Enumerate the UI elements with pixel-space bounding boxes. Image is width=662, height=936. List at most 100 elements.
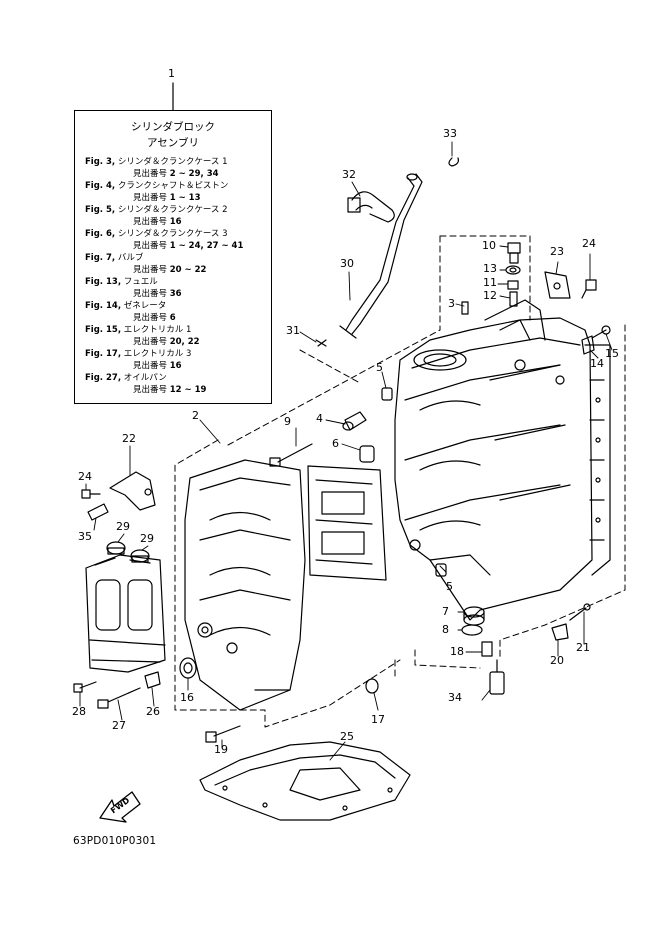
leader-lines bbox=[79, 141, 613, 761]
callout-22: 22 bbox=[122, 432, 136, 445]
legend-entry: Fig. 14, ゼネレータ bbox=[85, 301, 167, 311]
bolt-part-28 bbox=[73, 681, 97, 693]
legend-entry: Fig. 27, オイルパン bbox=[85, 373, 167, 383]
callout-1: 1 bbox=[168, 67, 175, 80]
legend-entry-sub: 見出番号 2 ~ 29, 34 bbox=[133, 169, 219, 179]
callout-25: 25 bbox=[340, 730, 354, 743]
callout-19: 19 bbox=[214, 743, 228, 756]
fitting-part-6 bbox=[359, 445, 375, 463]
callout-12: 12 bbox=[483, 289, 497, 302]
callout-18: 18 bbox=[450, 645, 464, 658]
callout-23: 23 bbox=[550, 245, 564, 258]
bolt-part-11 bbox=[507, 280, 519, 290]
pin-part-3 bbox=[461, 301, 469, 315]
legend-entry: Fig. 7, バルブ bbox=[85, 253, 144, 263]
legend-entry: Fig. 5, シリンダ＆クランクケース 2 bbox=[85, 205, 228, 215]
callout-9: 9 bbox=[284, 415, 291, 428]
legend-entry-sub: 見出番号 16 bbox=[133, 361, 182, 371]
legend-entry: Fig. 6, シリンダ＆クランクケース 3 bbox=[85, 229, 228, 239]
callout-15: 15 bbox=[605, 347, 619, 360]
callout-24-top: 24 bbox=[582, 237, 596, 250]
callout-27: 27 bbox=[112, 719, 126, 732]
callout-29-right: 29 bbox=[140, 532, 154, 545]
legend-entry-sub: 見出番号 36 bbox=[133, 289, 182, 299]
bracket-part-14 bbox=[581, 335, 595, 355]
callout-14: 14 bbox=[590, 357, 604, 370]
cylinder-block bbox=[394, 299, 611, 621]
o-ring-part-17 bbox=[365, 678, 379, 694]
catalog-code: 63PD010P0301 bbox=[73, 835, 157, 847]
gasket-part-25 bbox=[199, 741, 411, 821]
legend-entry: Fig. 4, クランクシャフト＆ピストン bbox=[85, 181, 229, 191]
callout-3: 3 bbox=[448, 297, 455, 310]
crankcase-part-2 bbox=[184, 459, 306, 711]
fwd-arrow-icon bbox=[99, 791, 141, 823]
clip-part-33 bbox=[448, 157, 459, 167]
bolt-part-24-left bbox=[81, 489, 101, 499]
legend-entry: Fig. 15, エレクトリカル 1 bbox=[85, 325, 192, 335]
legend-entry: Fig. 13, フュエル bbox=[85, 277, 158, 287]
callout-6: 6 bbox=[332, 437, 339, 450]
callout-20: 20 bbox=[550, 654, 564, 667]
callout-21: 21 bbox=[576, 641, 590, 654]
callout-17: 17 bbox=[371, 713, 385, 726]
callout-28: 28 bbox=[72, 705, 86, 718]
bracket-part-35 bbox=[87, 503, 109, 521]
legend-entry-sub: 見出番号 20 ~ 22 bbox=[133, 265, 207, 275]
callout-7: 7 bbox=[442, 605, 449, 618]
clamp-part-32 bbox=[347, 191, 395, 223]
callout-5-upper: 5 bbox=[376, 361, 383, 374]
callout-11: 11 bbox=[483, 276, 497, 289]
legend-title-line1: シリンダブロック bbox=[131, 121, 215, 133]
legend-entry-sub: 見出番号 6 bbox=[133, 313, 176, 323]
fitting-part-4 bbox=[342, 411, 367, 431]
callout-31: 31 bbox=[286, 324, 300, 337]
cylinder-head-assembly bbox=[85, 554, 166, 673]
callout-35: 35 bbox=[78, 530, 92, 543]
callout-4: 4 bbox=[316, 412, 323, 425]
legend-title-line2: アセンブリ bbox=[147, 137, 199, 149]
clip-part-31 bbox=[315, 339, 327, 347]
legend-entry-sub: 見出番号 20, 22 bbox=[133, 337, 200, 347]
washer-part-13 bbox=[505, 265, 521, 275]
seal-part-16 bbox=[179, 657, 197, 679]
dashed-assembly-outline bbox=[174, 235, 626, 728]
callout-33: 33 bbox=[443, 127, 457, 140]
cap-part-29-right bbox=[130, 549, 150, 563]
callout-10: 10 bbox=[482, 239, 496, 252]
bolt-part-12 bbox=[509, 291, 518, 307]
bolt-part-19 bbox=[205, 725, 241, 743]
callout-16: 16 bbox=[180, 691, 194, 704]
callout-30: 30 bbox=[340, 257, 354, 270]
legend-entry: Fig. 3, シリンダ＆クランクケース 1 bbox=[85, 157, 228, 167]
callout-24-left: 24 bbox=[78, 470, 92, 483]
legend-entry: Fig. 17, エレクトリカル 3 bbox=[85, 349, 192, 359]
bracket-part-20 bbox=[551, 623, 569, 641]
bolt-part-24-top bbox=[581, 279, 597, 299]
fuel-pipe-part-30 bbox=[339, 173, 423, 339]
dowel-pin-part-5-upper bbox=[381, 387, 393, 401]
dowel-pin-part-5-lower bbox=[435, 563, 447, 577]
legend-entry-sub: 見出番号 12 ~ 19 bbox=[133, 385, 207, 395]
bolt-part-10 bbox=[507, 242, 521, 264]
bracket-part-26 bbox=[144, 671, 161, 689]
legend-entry-sub: 見出番号 1 ~ 24, 27 ~ 41 bbox=[133, 241, 244, 251]
callout-32: 32 bbox=[342, 168, 356, 181]
cap-part-29-left bbox=[106, 541, 126, 555]
callout-5-lower: 5 bbox=[446, 580, 453, 593]
bolt-part-21 bbox=[569, 603, 591, 621]
legend-entry-sub: 見出番号 16 bbox=[133, 217, 182, 227]
nozzle-part-34 bbox=[489, 659, 505, 695]
callout-13: 13 bbox=[483, 262, 497, 275]
callout-2: 2 bbox=[192, 409, 199, 422]
o-ring-part-8 bbox=[461, 624, 483, 636]
legend-box: シリンダブロック アセンブリ Fig. 3, シリンダ＆クランクケース 1 見出… bbox=[74, 110, 272, 404]
plate-part-23 bbox=[544, 271, 571, 299]
bolt-part-18 bbox=[481, 641, 493, 657]
legend-entry-sub: 見出番号 1 ~ 13 bbox=[133, 193, 201, 203]
callout-26: 26 bbox=[146, 705, 160, 718]
bracket-part-22 bbox=[109, 471, 156, 511]
callout-8: 8 bbox=[442, 623, 449, 636]
bearing-frame bbox=[307, 465, 387, 581]
